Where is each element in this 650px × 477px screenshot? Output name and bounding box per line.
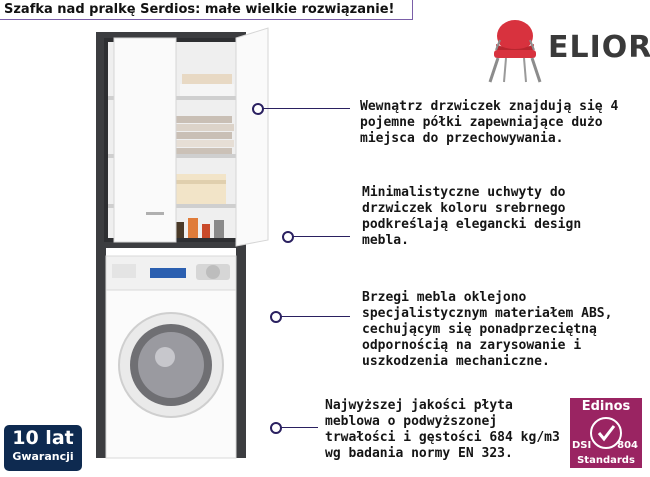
certificate-standards: Standards	[577, 455, 635, 466]
callout-line	[258, 108, 350, 109]
title-bar: Szafka nad pralkę Serdios: małe wielkie …	[0, 0, 413, 20]
page-title: Szafka nad pralkę Serdios: małe wielkie …	[4, 2, 395, 17]
callout-line	[290, 236, 350, 237]
chair-icon	[488, 20, 542, 83]
callout-marker	[270, 422, 282, 434]
callout-text: Brzegi mebla oklejono specjalistycznym m…	[362, 290, 613, 369]
brand-logo: ELIOR	[486, 14, 650, 86]
warranty-amount: 10 lat	[12, 427, 74, 449]
certificate-left-code: DSI	[572, 440, 592, 451]
callout-line	[278, 316, 350, 317]
callout-text: Minimalistyczne uchwyty do drzwiczek kol…	[362, 185, 582, 248]
certificate-name: Edinos	[581, 399, 631, 414]
callout-marker	[270, 311, 282, 323]
brand-name: ELIOR	[548, 30, 650, 65]
product-image	[96, 27, 269, 459]
certificate-right-code: 804	[617, 440, 638, 451]
callout-text: Najwyższej jakości płyta meblowa o podwy…	[325, 398, 560, 461]
certificate-badge: Edinos DSI 804 Standards	[570, 398, 642, 468]
certificate-seal-icon	[590, 417, 622, 449]
callout-marker	[252, 103, 264, 115]
callout-text: Wewnątrz drzwiczek znajdują się 4 pojemn…	[360, 99, 619, 146]
warranty-label: Gwarancji	[12, 450, 74, 463]
callout-marker	[282, 231, 294, 243]
callout-line	[278, 427, 318, 428]
warranty-badge: 10 lat Gwarancji	[4, 425, 82, 471]
